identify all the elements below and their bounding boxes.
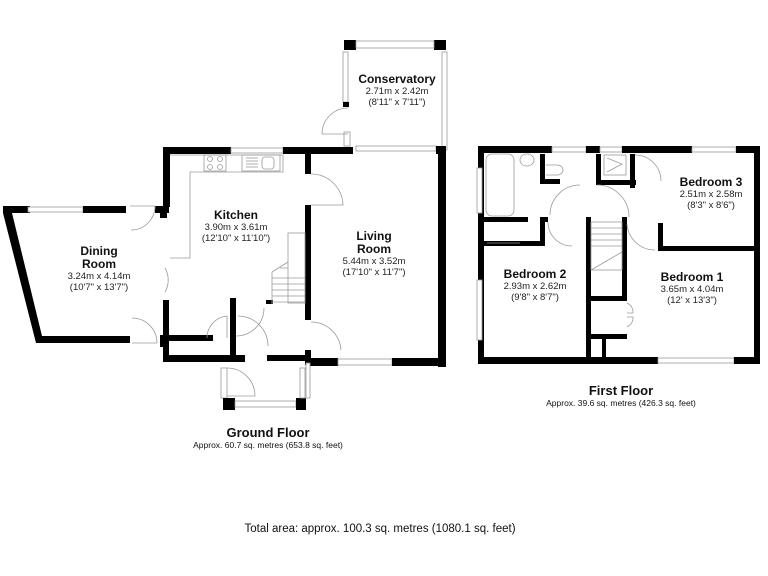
room-label-conservatory: Conservatory 2.71m x 2.42m (8'11" x 7'11…: [358, 72, 436, 109]
room-label-dining-room: Dining Room 3.24m x 4.14m (10'7" x 13'7"…: [67, 244, 131, 294]
room-dimensions-imperial: (10'7" x 13'7"): [69, 282, 129, 293]
room-label-kitchen: Kitchen 3.90m x 3.61m (12'10" x 11'10"): [201, 208, 271, 245]
room-label-bedroom-1: Bedroom 1 3.65m x 4.04m (12' x 13'3"): [660, 270, 724, 307]
room-dimensions-imperial: (9'8" x 8'7"): [511, 292, 559, 303]
room-dimensions-imperial: (8'3" x 8'6"): [687, 200, 735, 211]
first-floor-caption: First Floor Approx. 39.6 sq. metres (426…: [546, 383, 696, 409]
room-dimensions-metric: 2.51m x 2.58m: [679, 189, 743, 200]
room-dimensions-imperial: (8'11" x 7'11"): [368, 97, 426, 108]
room-name: Bedroom 2: [503, 267, 567, 281]
floor-area: Approx. 60.7 sq. metres (653.8 sq. feet): [193, 440, 343, 450]
room-dimensions-metric: 3.90m x 3.61m: [204, 222, 268, 233]
floor-area: Approx. 39.6 sq. metres (426.3 sq. feet): [546, 398, 696, 408]
floor-title: First Floor: [588, 383, 654, 398]
ground-floor-walls: [3, 147, 446, 410]
room-name-line2: Room: [82, 257, 116, 271]
room-name: Bedroom 3: [679, 175, 743, 189]
total-area: Total area: approx. 100.3 sq. metres (10…: [244, 523, 516, 535]
room-name: Kitchen: [213, 208, 259, 222]
ground-floor-caption: Ground Floor Approx. 60.7 sq. metres (65…: [193, 425, 343, 451]
ground-floor-stairs: [271, 232, 306, 304]
room-dimensions-metric: 2.93m x 2.62m: [503, 281, 567, 292]
kitchen-fixtures: [170, 154, 284, 259]
room-dimensions-imperial: (12'10" x 11'10"): [201, 233, 271, 244]
room-label-bedroom-3: Bedroom 3 2.51m x 2.58m (8'3" x 8'6"): [679, 175, 743, 212]
room-label-living-room: Living Room 5.44m x 3.52m (17'10" x 11'7…: [342, 229, 406, 279]
room-dimensions-metric: 5.44m x 3.52m: [342, 256, 406, 267]
ground-floor-plan: [3, 40, 448, 410]
room-dimensions-metric: 2.71m x 2.42m: [365, 86, 429, 97]
floor-title: Ground Floor: [226, 425, 310, 440]
room-dimensions-metric: 3.24m x 4.14m: [67, 271, 131, 282]
room-name-line1: Dining: [80, 244, 118, 258]
room-name: Bedroom 1: [660, 270, 724, 284]
room-name-line2: Room: [356, 242, 391, 256]
room-label-bedroom-2: Bedroom 2 2.93m x 2.62m (9'8" x 8'7"): [503, 267, 567, 304]
room-dimensions-metric: 3.65m x 4.04m: [660, 284, 724, 295]
room-dimensions-imperial: (17'10" x 11'7"): [342, 267, 406, 278]
room-name-line1: Living: [356, 229, 392, 243]
room-name: Conservatory: [358, 72, 436, 86]
room-dimensions-imperial: (12' x 13'3"): [667, 295, 717, 306]
first-floor-plan: [476, 146, 760, 364]
